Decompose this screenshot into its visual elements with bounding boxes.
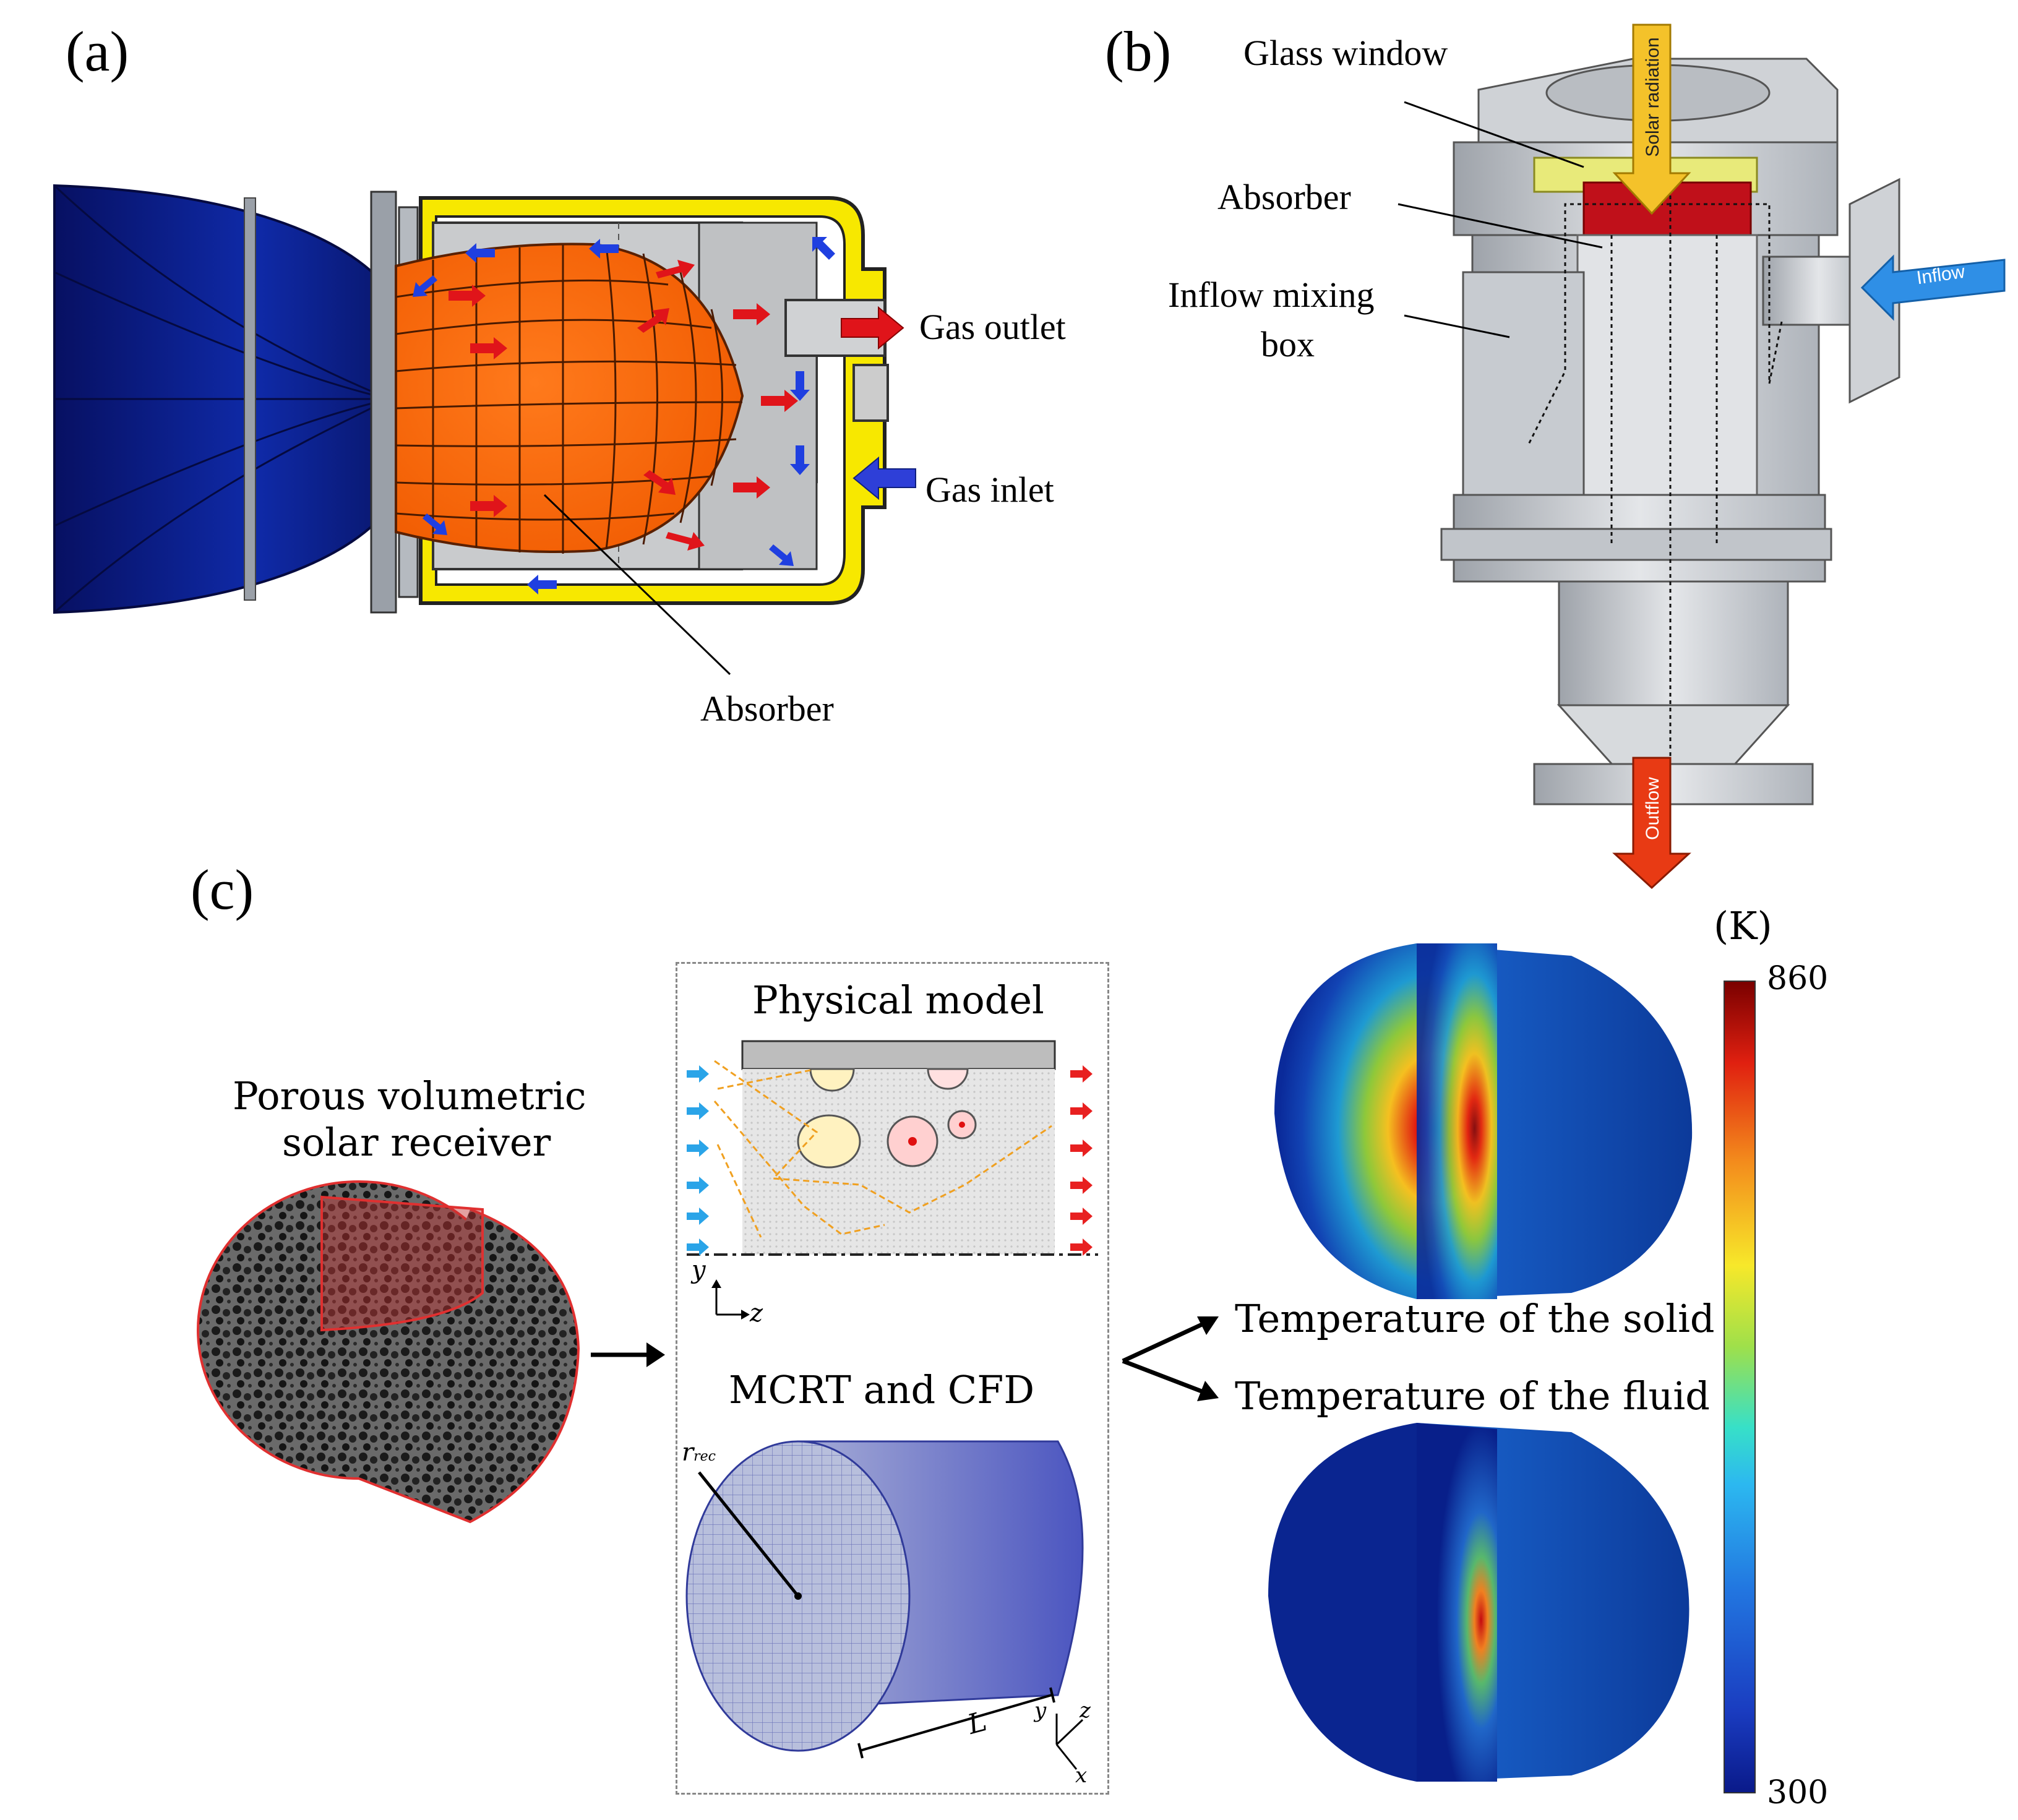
- r-rec-label: rrec: [682, 1438, 716, 1467]
- gas-outlet-arrow: [841, 306, 904, 350]
- panel-c-label: (c): [191, 858, 254, 921]
- axis3-y-label: y: [1034, 1698, 1047, 1723]
- colorbar-min: 300: [1767, 1774, 1829, 1811]
- inflow-mixing-box-label-2: box: [1261, 324, 1315, 364]
- panel-a-label: (a): [66, 20, 129, 83]
- axis-y-label: y: [692, 1256, 706, 1284]
- axis3-z-label: z: [1080, 1698, 1091, 1723]
- gas-outlet-label: Gas outlet: [919, 307, 1066, 347]
- model-box: [676, 962, 1109, 1795]
- temp-fluid-label: Temperature of the fluid: [1235, 1373, 1710, 1419]
- temp-solid-label: Temperature of the solid: [1235, 1296, 1715, 1341]
- r-rec-main: r: [682, 1438, 694, 1467]
- solar-radiation-arrow: [1612, 24, 1691, 215]
- axis3-x-label: x: [1075, 1763, 1088, 1788]
- axis-z-label: z: [750, 1299, 763, 1328]
- absorber-label-a: Absorber: [700, 689, 834, 729]
- colorbar: [1724, 981, 1756, 1793]
- gas-inlet-arrow: [852, 456, 916, 500]
- receiver-title-1: Porous volumetric: [233, 1073, 586, 1118]
- r-rec-subscript: rec: [693, 1449, 716, 1464]
- outflow-arrow: [1612, 757, 1691, 890]
- colorbar-unit: (K): [1714, 903, 1772, 948]
- receiver-title-2: solar receiver: [282, 1120, 551, 1165]
- colorbar-max: 860: [1767, 960, 1829, 997]
- physical-model-title: Physical model: [752, 977, 1044, 1023]
- gas-inlet-label: Gas inlet: [925, 470, 1054, 510]
- glass-window-label: Glass window: [1243, 33, 1448, 73]
- inflow-mixing-box-label-1: Inflow mixing: [1168, 275, 1375, 315]
- mcrt-cfd-title: MCRT and CFD: [729, 1367, 1035, 1412]
- absorber-label-b: Absorber: [1217, 177, 1351, 217]
- inflow-arrow: [1860, 254, 2006, 321]
- panel-b-label: (b): [1105, 20, 1172, 83]
